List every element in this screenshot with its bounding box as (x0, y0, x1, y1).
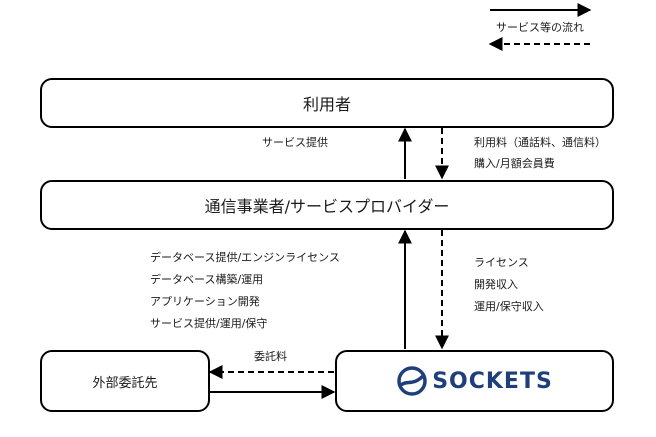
company-flow-label-1: データベース提供/エンジンライセンス (150, 251, 340, 264)
license-label: ライセンス (474, 256, 529, 269)
dev-revenue-label: 開発収入 (474, 278, 518, 291)
outsource-fee-label: 委託料 (254, 350, 287, 363)
user-box: 利用者 (40, 78, 614, 128)
company-name: SOCKETS (432, 368, 553, 394)
service-to-user-label: サービス提供 (262, 136, 328, 149)
company-flow-label-4: サービス提供/運用/保守 (150, 317, 268, 330)
usage-fee-label: 利用料（通話料、通信料） (474, 136, 606, 149)
company-flow-label-2: データベース構築/運用 (150, 273, 264, 286)
user-label: 利用者 (302, 95, 351, 114)
outsource-box: 外部委託先 (40, 350, 210, 412)
sockets-logo-icon (397, 366, 427, 396)
provider-box: 通信事業者/サービスプロバイダー (40, 180, 614, 230)
outsource-label: 外部委託先 (92, 375, 158, 391)
company-flow-label-3: アプリケーション開発 (150, 295, 260, 308)
company-box: SOCKETS (335, 350, 614, 412)
membership-fee-label: 購入/月額会員費 (474, 157, 555, 170)
provider-label: 通信事業者/サービスプロバイダー (204, 197, 450, 216)
legend-label: サービス等の流れ (496, 21, 584, 34)
ops-revenue-label: 運用/保守収入 (474, 300, 544, 313)
